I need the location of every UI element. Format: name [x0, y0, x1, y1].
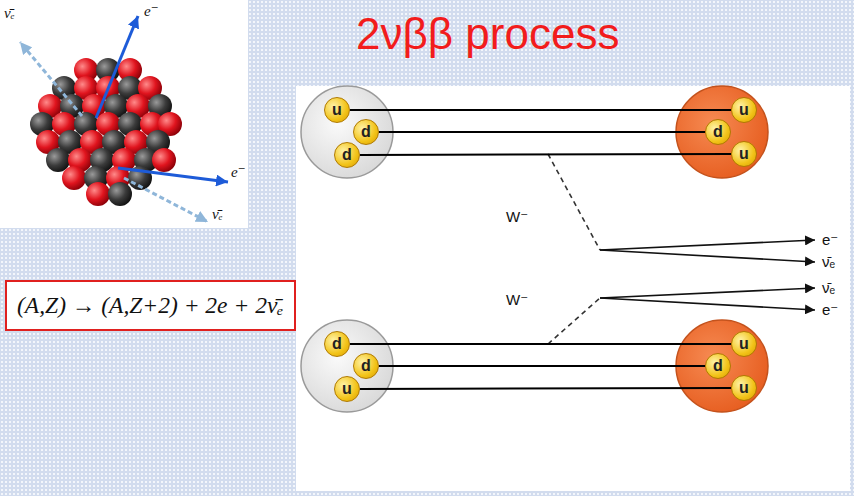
electron-label: e⁻ [822, 301, 838, 319]
quark-circle: u [731, 331, 757, 357]
quark-circle: d [324, 331, 350, 357]
quark-label: u [739, 146, 749, 162]
quark-label: u [342, 381, 352, 397]
antineutrino-label: ν̄ₑ [822, 279, 835, 297]
formula-text: (A,Z) → (A,Z+2) + 2e + 2ν̄ₑ [17, 292, 284, 318]
antineutrino-arrow [20, 42, 82, 116]
quark-circle: d [705, 119, 731, 145]
antineutrino-arrow [124, 178, 208, 222]
w-boson-line [548, 298, 600, 344]
electron-arrow [96, 16, 138, 118]
nucleon-ball [152, 148, 176, 172]
quark-circle: d [334, 142, 360, 168]
quark-line [360, 387, 731, 390]
quark-line [379, 131, 705, 133]
feynman-panel [296, 86, 850, 491]
quark-label: d [713, 124, 723, 140]
quark-label: u [739, 336, 749, 352]
quark-circle: u [731, 97, 757, 123]
quark-line [360, 153, 731, 156]
quark-label: d [713, 358, 723, 374]
quark-label: d [361, 358, 371, 374]
boson-label: W⁻ [506, 291, 528, 309]
quark-circle: u [334, 376, 360, 402]
lepton-arrow [600, 240, 815, 250]
electron-label: e⁻ [822, 231, 838, 249]
quark-circle: u [324, 97, 350, 123]
quark-label: u [332, 102, 342, 118]
quark-line [379, 365, 705, 367]
electron-label: e⁻ [231, 163, 246, 181]
antineutrino-label: ν̄ₑ [4, 4, 15, 22]
lepton-arrow [600, 298, 815, 310]
nucleon-ball [62, 166, 86, 190]
lepton-arrow [600, 250, 815, 262]
quark-circle: d [353, 353, 379, 379]
electron-arrow [118, 168, 228, 182]
quark-label: u [739, 102, 749, 118]
quark-line [350, 109, 731, 111]
quark-line [350, 343, 731, 345]
quark-label: d [332, 336, 342, 352]
quark-label: d [361, 124, 371, 140]
nucleon-ball [86, 182, 110, 206]
nucleon-ball [108, 182, 132, 206]
quark-circle: d [705, 353, 731, 379]
quark-circle: u [731, 375, 757, 401]
w-boson-line [548, 154, 600, 250]
nucleus [30, 58, 182, 206]
quark-circle: d [353, 119, 379, 145]
antineutrino-label: ν̄ₑ [822, 253, 835, 271]
boson-label: W⁻ [506, 208, 528, 226]
quark-label: d [342, 147, 352, 163]
lepton-arrow [600, 288, 815, 298]
quark-label: u [739, 380, 749, 396]
slide-title: 2νββ process [356, 10, 619, 58]
nucleon-ball [46, 148, 70, 172]
title-text: 2νββ process [356, 9, 619, 58]
electron-label: e⁻ [144, 2, 159, 20]
antineutrino-label: ν̄ₑ [212, 205, 223, 223]
illustration-panel [0, 0, 248, 228]
quark-circle: u [731, 141, 757, 167]
formula-box: (A,Z) → (A,Z+2) + 2e + 2ν̄ₑ [5, 280, 296, 331]
